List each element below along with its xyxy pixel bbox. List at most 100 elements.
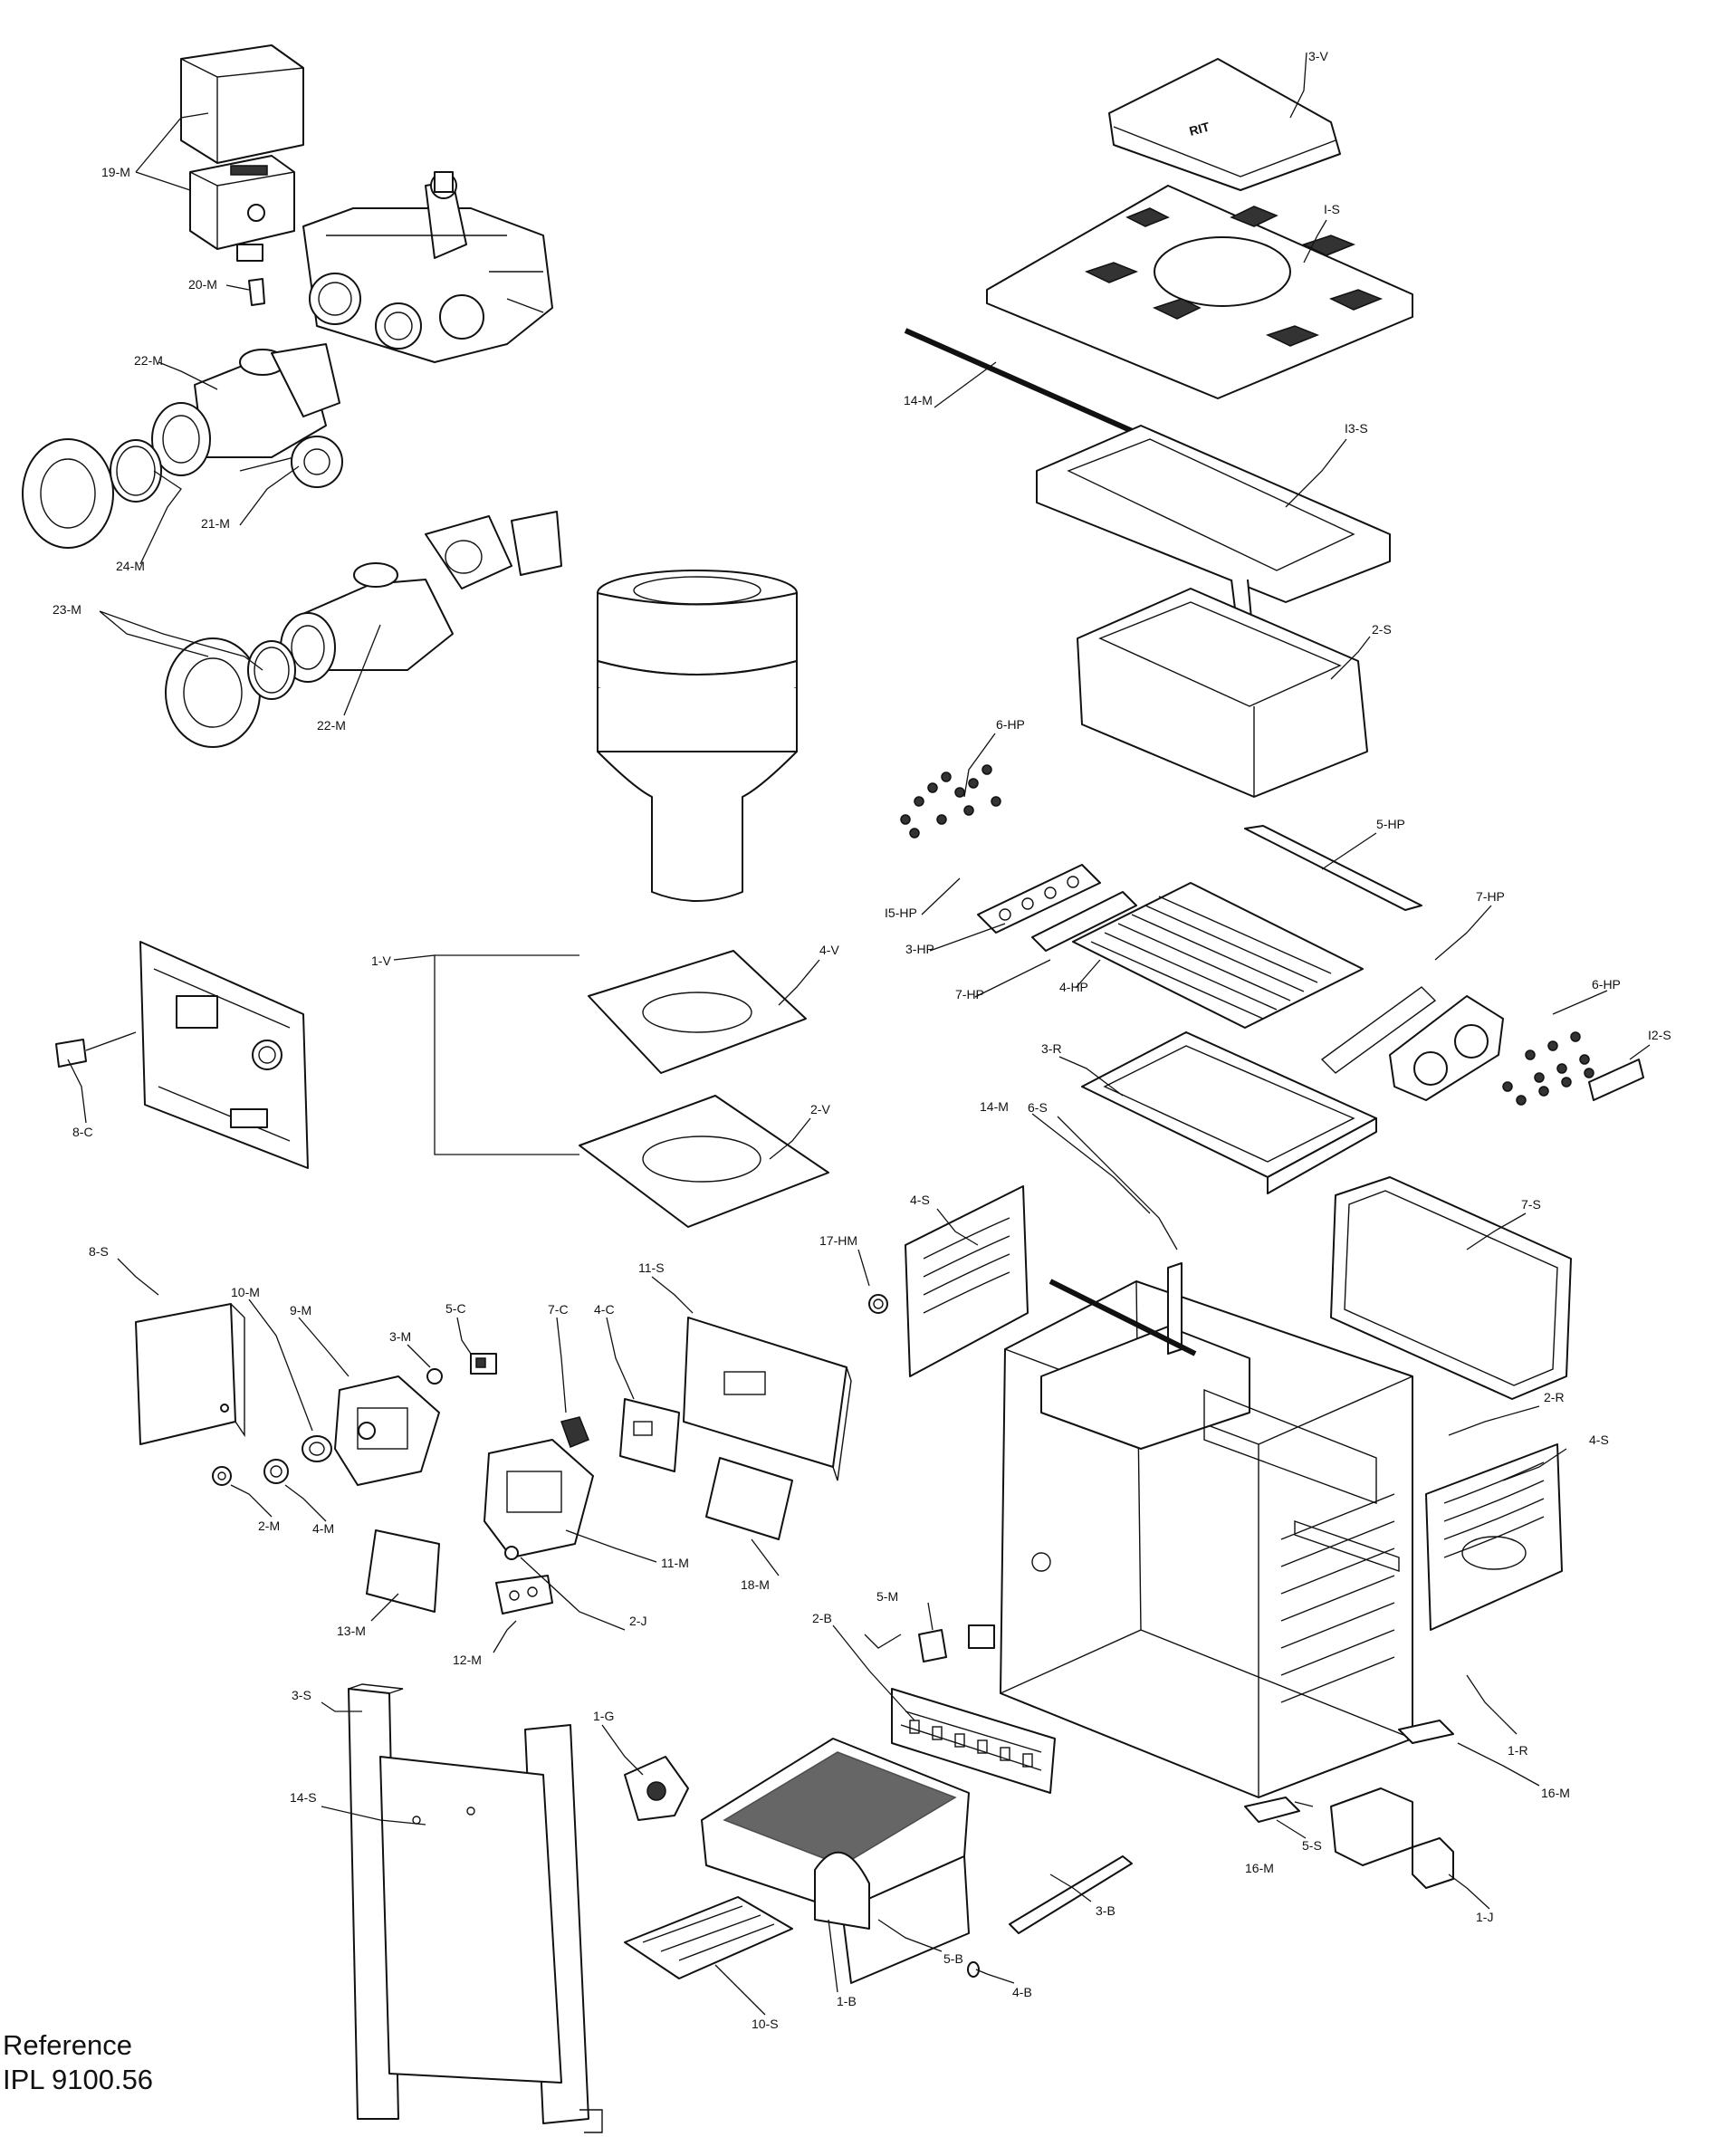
bezel-11m	[484, 1439, 594, 1558]
grommet-4m	[263, 1459, 289, 1484]
bracket-16m-left	[1244, 1797, 1300, 1823]
callout-3-m: 3-M	[389, 1329, 411, 1344]
callout-21-m: 21-M	[201, 516, 230, 531]
callout-3-b: 3-B	[1096, 1903, 1116, 1918]
callout-leaders	[67, 52, 1651, 2016]
bracket-12s	[1588, 1059, 1644, 1101]
callout-1-r: 1-R	[1508, 1743, 1528, 1758]
manifold-2b	[891, 1688, 1056, 1794]
cover-badge: RIT	[1188, 119, 1211, 138]
callout-labels: 3-V I-S 14-M I3-S 2-S 6-HP 5-HP I5-HP 7-…	[53, 49, 1671, 2031]
callout-18-m: 18-M	[741, 1577, 770, 1592]
callout-5-c: 5-C	[445, 1301, 466, 1316]
tube-bundle-4hp	[1072, 882, 1364, 1029]
callout-1-g: 1-G	[593, 1709, 614, 1723]
inlet-outlet-header-upper	[151, 343, 340, 476]
control-panel-11s	[683, 1317, 852, 1481]
callout-1-j: 1-J	[1476, 1910, 1493, 1924]
callout-7-hp-left: 7-HP	[955, 987, 984, 1001]
callout-6-hp-right: 6-HP	[1592, 977, 1621, 992]
callout-13-m: 13-M	[337, 1624, 366, 1638]
callout-12-m: 12-M	[453, 1653, 482, 1667]
connector-7c	[560, 1416, 589, 1448]
pressure-switch	[189, 155, 295, 262]
tube-bundle-hardware-right-6hp	[1502, 1031, 1594, 1106]
junction-box-1j	[1412, 1837, 1454, 1889]
reference-label: Reference	[3, 2029, 133, 2061]
callout-12-s: I2-S	[1648, 1028, 1671, 1042]
jacket-panel-4s-left	[905, 1185, 1029, 1377]
switch-5c	[470, 1353, 497, 1375]
reference-note: Reference IPL 9100.56	[3, 2028, 153, 2097]
callout-11-s: 11-S	[638, 1260, 665, 1275]
callout-2-m: 2-M	[258, 1519, 280, 1533]
callout-11-m: 11-M	[661, 1556, 689, 1570]
callout-13-s: I3-S	[1345, 421, 1368, 436]
callout-5-hp: 5-HP	[1376, 817, 1405, 831]
inlet-outlet-header-lower	[280, 511, 562, 683]
cabinet	[1000, 1280, 1413, 1798]
control-door	[135, 1303, 245, 1445]
led-2j	[504, 1546, 519, 1560]
refractory-2r	[1203, 1388, 1377, 1505]
callout-20-m: 20-M	[188, 277, 217, 292]
tube-bundle-hardware-6hp	[900, 764, 1001, 838]
refractory-frame-3r	[1081, 1031, 1377, 1194]
bracket-16m-right	[1398, 1720, 1454, 1744]
callout-1-b: 1-B	[837, 1994, 857, 2008]
callout-23-m: 23-M	[53, 602, 81, 617]
gasket-17hm	[868, 1294, 888, 1314]
union-upper	[22, 438, 114, 549]
callout-19-m: 19-M	[101, 165, 130, 179]
bezel	[334, 1375, 440, 1486]
callout-3-hp: 3-HP	[905, 942, 934, 956]
vent-cover-3v: RIT	[1108, 58, 1341, 191]
gasket-7hp-right	[1320, 986, 1437, 1074]
o-ring-upper	[110, 439, 162, 503]
callout-8-s: 8-S	[89, 1244, 109, 1259]
callout-5-m: 5-M	[876, 1589, 898, 1604]
gas-valve-assembly	[302, 171, 553, 363]
callout-10-s: 10-S	[752, 2017, 779, 2031]
union-lower	[165, 637, 261, 748]
callout-6-s: 6-S	[1028, 1100, 1048, 1115]
switch-plate-12m	[495, 1575, 553, 1615]
callout-4-s-left: 4-S	[910, 1193, 930, 1207]
jacket-panel-4s-right	[1425, 1443, 1563, 1631]
top-panel-1s	[986, 185, 1413, 399]
callout-3-v: 3-V	[1308, 49, 1328, 63]
vent-gasket-upper	[588, 950, 807, 1074]
switch-block-5m	[968, 1624, 995, 1649]
callout-2-v: 2-V	[810, 1102, 830, 1116]
callout-4-s-right: 4-S	[1589, 1433, 1609, 1447]
callout-3-s: 3-S	[292, 1688, 311, 1702]
callout-4-m: 4-M	[312, 1521, 334, 1536]
callout-6-hp-top: 6-HP	[996, 717, 1025, 732]
callout-14-s: 14-S	[290, 1790, 317, 1805]
display-board-4c	[619, 1398, 680, 1472]
callout-2-r: 2-R	[1544, 1390, 1565, 1404]
orifice-4b	[967, 1961, 980, 1978]
callout-22-m-top: 22-M	[134, 353, 163, 368]
vent-gasket-lower	[579, 1095, 829, 1228]
callout-9-m: 9-M	[290, 1303, 311, 1318]
callout-5-b: 5-B	[943, 1951, 963, 1966]
callout-8-c: 8-C	[72, 1125, 93, 1139]
trim-strip-14m-top	[904, 328, 1138, 436]
bezel-gasket	[302, 1435, 332, 1462]
pilot-tube-3b	[1009, 1855, 1133, 1934]
rear-panel-7s	[1330, 1176, 1572, 1400]
callout-4-c: 4-C	[594, 1302, 615, 1317]
callout-17-hm: 17-HM	[819, 1233, 857, 1248]
wire-grommet-2m	[212, 1466, 232, 1486]
heat-exchanger-header-3hp	[977, 864, 1101, 934]
callout-10-m: 10-M	[231, 1285, 260, 1299]
burner-tray-1b	[701, 1738, 970, 1984]
membrane-pad-13m	[366, 1529, 440, 1613]
callout-16-m-left: 16-M	[1245, 1861, 1274, 1875]
callout-7-hp-right: 7-HP	[1476, 889, 1505, 904]
pressure-switch-cover	[180, 44, 304, 164]
grommet-3m	[426, 1368, 443, 1385]
callout-3-r: 3-R	[1041, 1041, 1062, 1056]
